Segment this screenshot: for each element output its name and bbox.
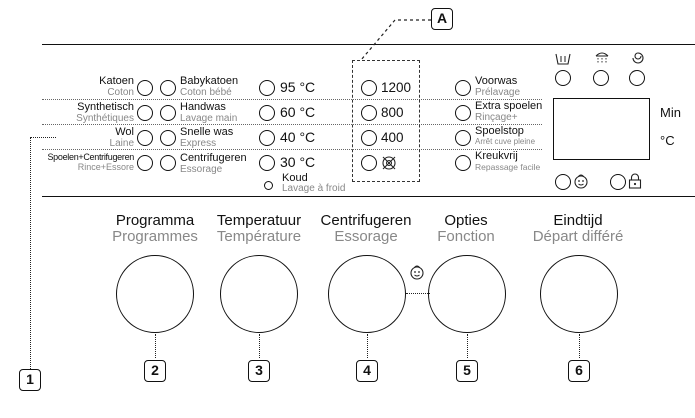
callout-5: 5 bbox=[456, 360, 478, 382]
program-katoen-radio[interactable] bbox=[137, 80, 153, 96]
option-spoelstop-radio[interactable] bbox=[455, 130, 471, 146]
lock-icon bbox=[628, 173, 642, 189]
middle-rule bbox=[42, 196, 695, 197]
program-centrifugeren-radio[interactable] bbox=[160, 155, 176, 171]
spin-1200-radio[interactable] bbox=[361, 80, 377, 96]
temp-30-radio[interactable] bbox=[259, 155, 275, 171]
callout-a: A bbox=[431, 8, 453, 30]
top-rule bbox=[42, 44, 695, 45]
callout-1: 1 bbox=[19, 369, 41, 391]
callout-1-leader-v bbox=[30, 137, 31, 369]
spin-off-radio[interactable] bbox=[361, 155, 377, 171]
eindtijd-knob[interactable] bbox=[540, 255, 618, 333]
row-separator bbox=[42, 149, 542, 150]
option-voorwas-radio[interactable] bbox=[455, 80, 471, 96]
row-separator bbox=[42, 124, 542, 125]
spin-400-label: 400 bbox=[381, 130, 404, 145]
spin-800-label: 800 bbox=[381, 105, 404, 120]
callout-a-leader bbox=[360, 19, 431, 61]
no-spin-icon bbox=[382, 156, 396, 170]
temp-60-radio[interactable] bbox=[259, 105, 275, 121]
spin-1200-label: 1200 bbox=[381, 80, 412, 95]
temp-40-radio[interactable] bbox=[259, 130, 275, 146]
temperatuur-knob[interactable] bbox=[220, 255, 298, 333]
temp-40-label: 40 °C bbox=[280, 129, 316, 145]
centrifugeren-knob[interactable] bbox=[328, 255, 406, 333]
temp-30-label: 30 °C bbox=[280, 154, 316, 170]
option-extraspoelen-radio[interactable] bbox=[455, 105, 471, 121]
spin-column-frame bbox=[352, 60, 420, 182]
display-unit-min: Min bbox=[660, 105, 681, 120]
shower-icon bbox=[595, 52, 609, 64]
door-lock-indicator bbox=[610, 174, 626, 190]
child-lock-indicator bbox=[555, 174, 571, 190]
temp-60-label: 60 °C bbox=[280, 104, 316, 120]
child-face-icon bbox=[410, 265, 424, 280]
opties-knob[interactable] bbox=[428, 255, 506, 333]
cold-wash-indicator bbox=[264, 181, 273, 190]
row-separator bbox=[42, 99, 542, 100]
spin-400-radio[interactable] bbox=[361, 130, 377, 146]
program-babykatoen-radio[interactable] bbox=[160, 80, 176, 96]
callout-4-leader bbox=[367, 334, 368, 358]
spin-icon bbox=[632, 52, 644, 64]
temp-95-radio[interactable] bbox=[259, 80, 275, 96]
program-spoelen-radio[interactable] bbox=[137, 155, 153, 171]
phase-rinse-indicator bbox=[593, 70, 609, 86]
program-wol-radio[interactable] bbox=[137, 130, 153, 146]
temp-95-label: 95 °C bbox=[280, 79, 316, 95]
callout-6: 6 bbox=[568, 360, 590, 382]
option-kreukvrij-radio[interactable] bbox=[455, 155, 471, 171]
program-snellewas-radio[interactable] bbox=[160, 130, 176, 146]
phase-wash-indicator bbox=[555, 70, 571, 86]
callout-3: 3 bbox=[248, 360, 270, 382]
time-temp-display bbox=[553, 98, 650, 160]
spin-800-radio[interactable] bbox=[361, 105, 377, 121]
callout-6-leader bbox=[579, 334, 580, 358]
wash-tub-icon bbox=[555, 53, 571, 65]
programma-knob[interactable] bbox=[116, 255, 194, 333]
callout-5-leader bbox=[467, 334, 468, 358]
program-synthetisch-radio[interactable] bbox=[137, 105, 153, 121]
program-handwas-radio[interactable] bbox=[160, 105, 176, 121]
callout-3-leader bbox=[259, 334, 260, 358]
callout-2-leader bbox=[155, 334, 156, 358]
callout-1-leader-h bbox=[30, 137, 56, 138]
display-unit-celsius: °C bbox=[660, 133, 675, 148]
child-face-icon bbox=[574, 174, 588, 189]
phase-spin-indicator bbox=[629, 70, 645, 86]
callout-2: 2 bbox=[144, 360, 166, 382]
child-lock-link bbox=[406, 293, 430, 294]
callout-4: 4 bbox=[356, 360, 378, 382]
